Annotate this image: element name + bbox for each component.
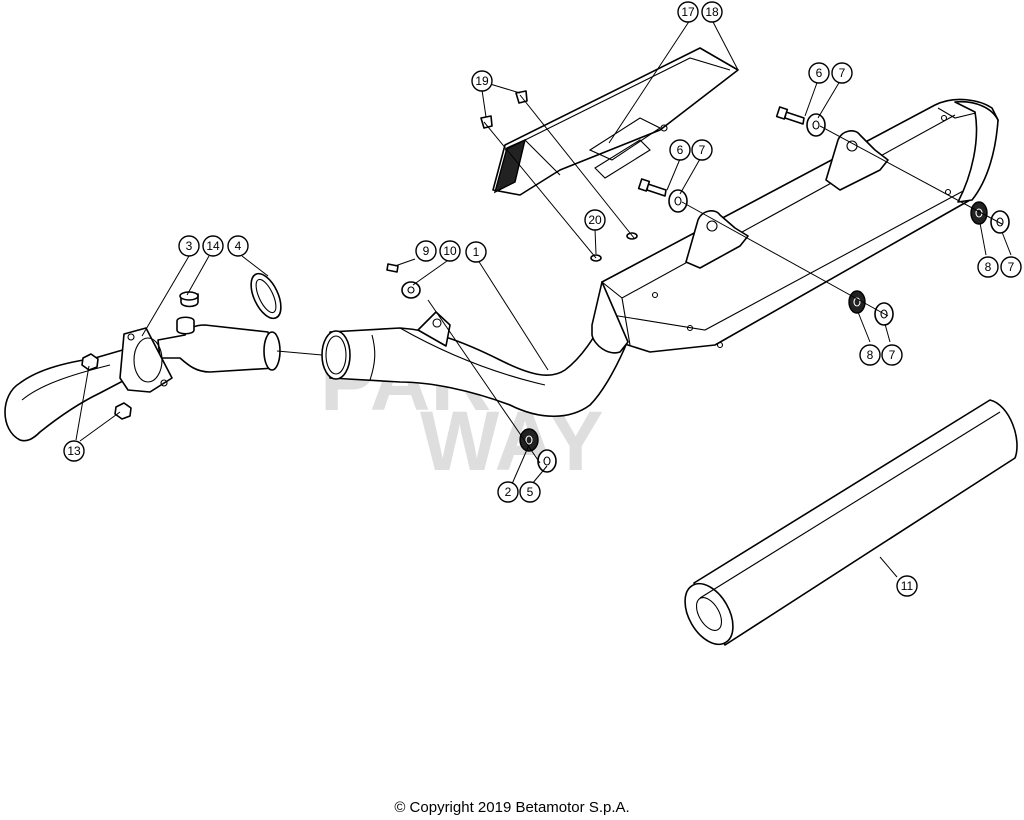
svg-text:4: 4 (235, 239, 242, 253)
callout-18: 18 (701, 1, 723, 23)
svg-text:7: 7 (699, 143, 706, 157)
svg-text:20: 20 (588, 213, 602, 227)
callout-14: 14 (202, 235, 224, 257)
callout-6-lower: 6 (669, 139, 691, 161)
packing-tube (684, 399, 1018, 646)
callout-1: 1 (465, 241, 487, 263)
callout-7-right: 7 (1000, 256, 1022, 278)
header-pipe (4, 324, 281, 442)
callout-4: 4 (227, 235, 249, 257)
callout-7-mid: 7 (881, 344, 903, 366)
diagram-canvas: PAR WAY (4, 1, 1022, 646)
svg-text:13: 13 (67, 444, 81, 458)
callout-2: 2 (497, 481, 519, 503)
svg-text:8: 8 (985, 260, 992, 274)
svg-text:5: 5 (527, 485, 534, 499)
svg-text:7: 7 (839, 66, 846, 80)
shield-screws (480, 90, 528, 129)
svg-text:11: 11 (901, 579, 914, 593)
callout-7-upper: 7 (831, 62, 853, 84)
shield-clips (590, 232, 638, 262)
callout-7-lower: 7 (691, 139, 713, 161)
svg-text:7: 7 (1008, 260, 1015, 274)
callout-11: 11 (896, 575, 918, 597)
callout-17: 17 (677, 1, 699, 23)
svg-text:8: 8 (867, 348, 874, 362)
callout-8-mid: 8 (859, 344, 881, 366)
callout-5: 5 (519, 481, 541, 503)
washers (401, 113, 1010, 473)
flange-nuts (81, 353, 132, 420)
callout-20: 20 (584, 209, 606, 231)
callout-3: 3 (178, 235, 200, 257)
svg-text:6: 6 (677, 143, 684, 157)
callout-6-upper: 6 (808, 62, 830, 84)
svg-text:17: 17 (681, 5, 695, 19)
svg-text:10: 10 (443, 244, 457, 258)
svg-text:9: 9 (423, 244, 430, 258)
svg-text:18: 18 (705, 5, 719, 19)
svg-text:7: 7 (889, 348, 896, 362)
svg-text:2: 2 (505, 485, 512, 499)
leader-lines (75, 19, 1012, 578)
svg-text:1: 1 (473, 245, 480, 259)
callout-19: 19 (471, 70, 493, 92)
svg-text:6: 6 (816, 66, 823, 80)
callout-8-right: 8 (977, 256, 999, 278)
svg-text:14: 14 (206, 239, 220, 253)
svg-text:19: 19 (475, 74, 489, 88)
callout-10: 10 (439, 240, 461, 262)
grommets (519, 201, 988, 452)
heat-shield (492, 47, 739, 196)
svg-text:3: 3 (186, 239, 193, 253)
muffler-body (591, 98, 999, 354)
callout-9: 9 (415, 240, 437, 262)
sensor-plug (176, 291, 199, 335)
gasket-ring (250, 272, 282, 320)
copyright-notice: © Copyright 2019 Betamotor S.p.A. (394, 799, 630, 816)
bolts (386, 106, 805, 273)
callout-13: 13 (63, 440, 85, 462)
